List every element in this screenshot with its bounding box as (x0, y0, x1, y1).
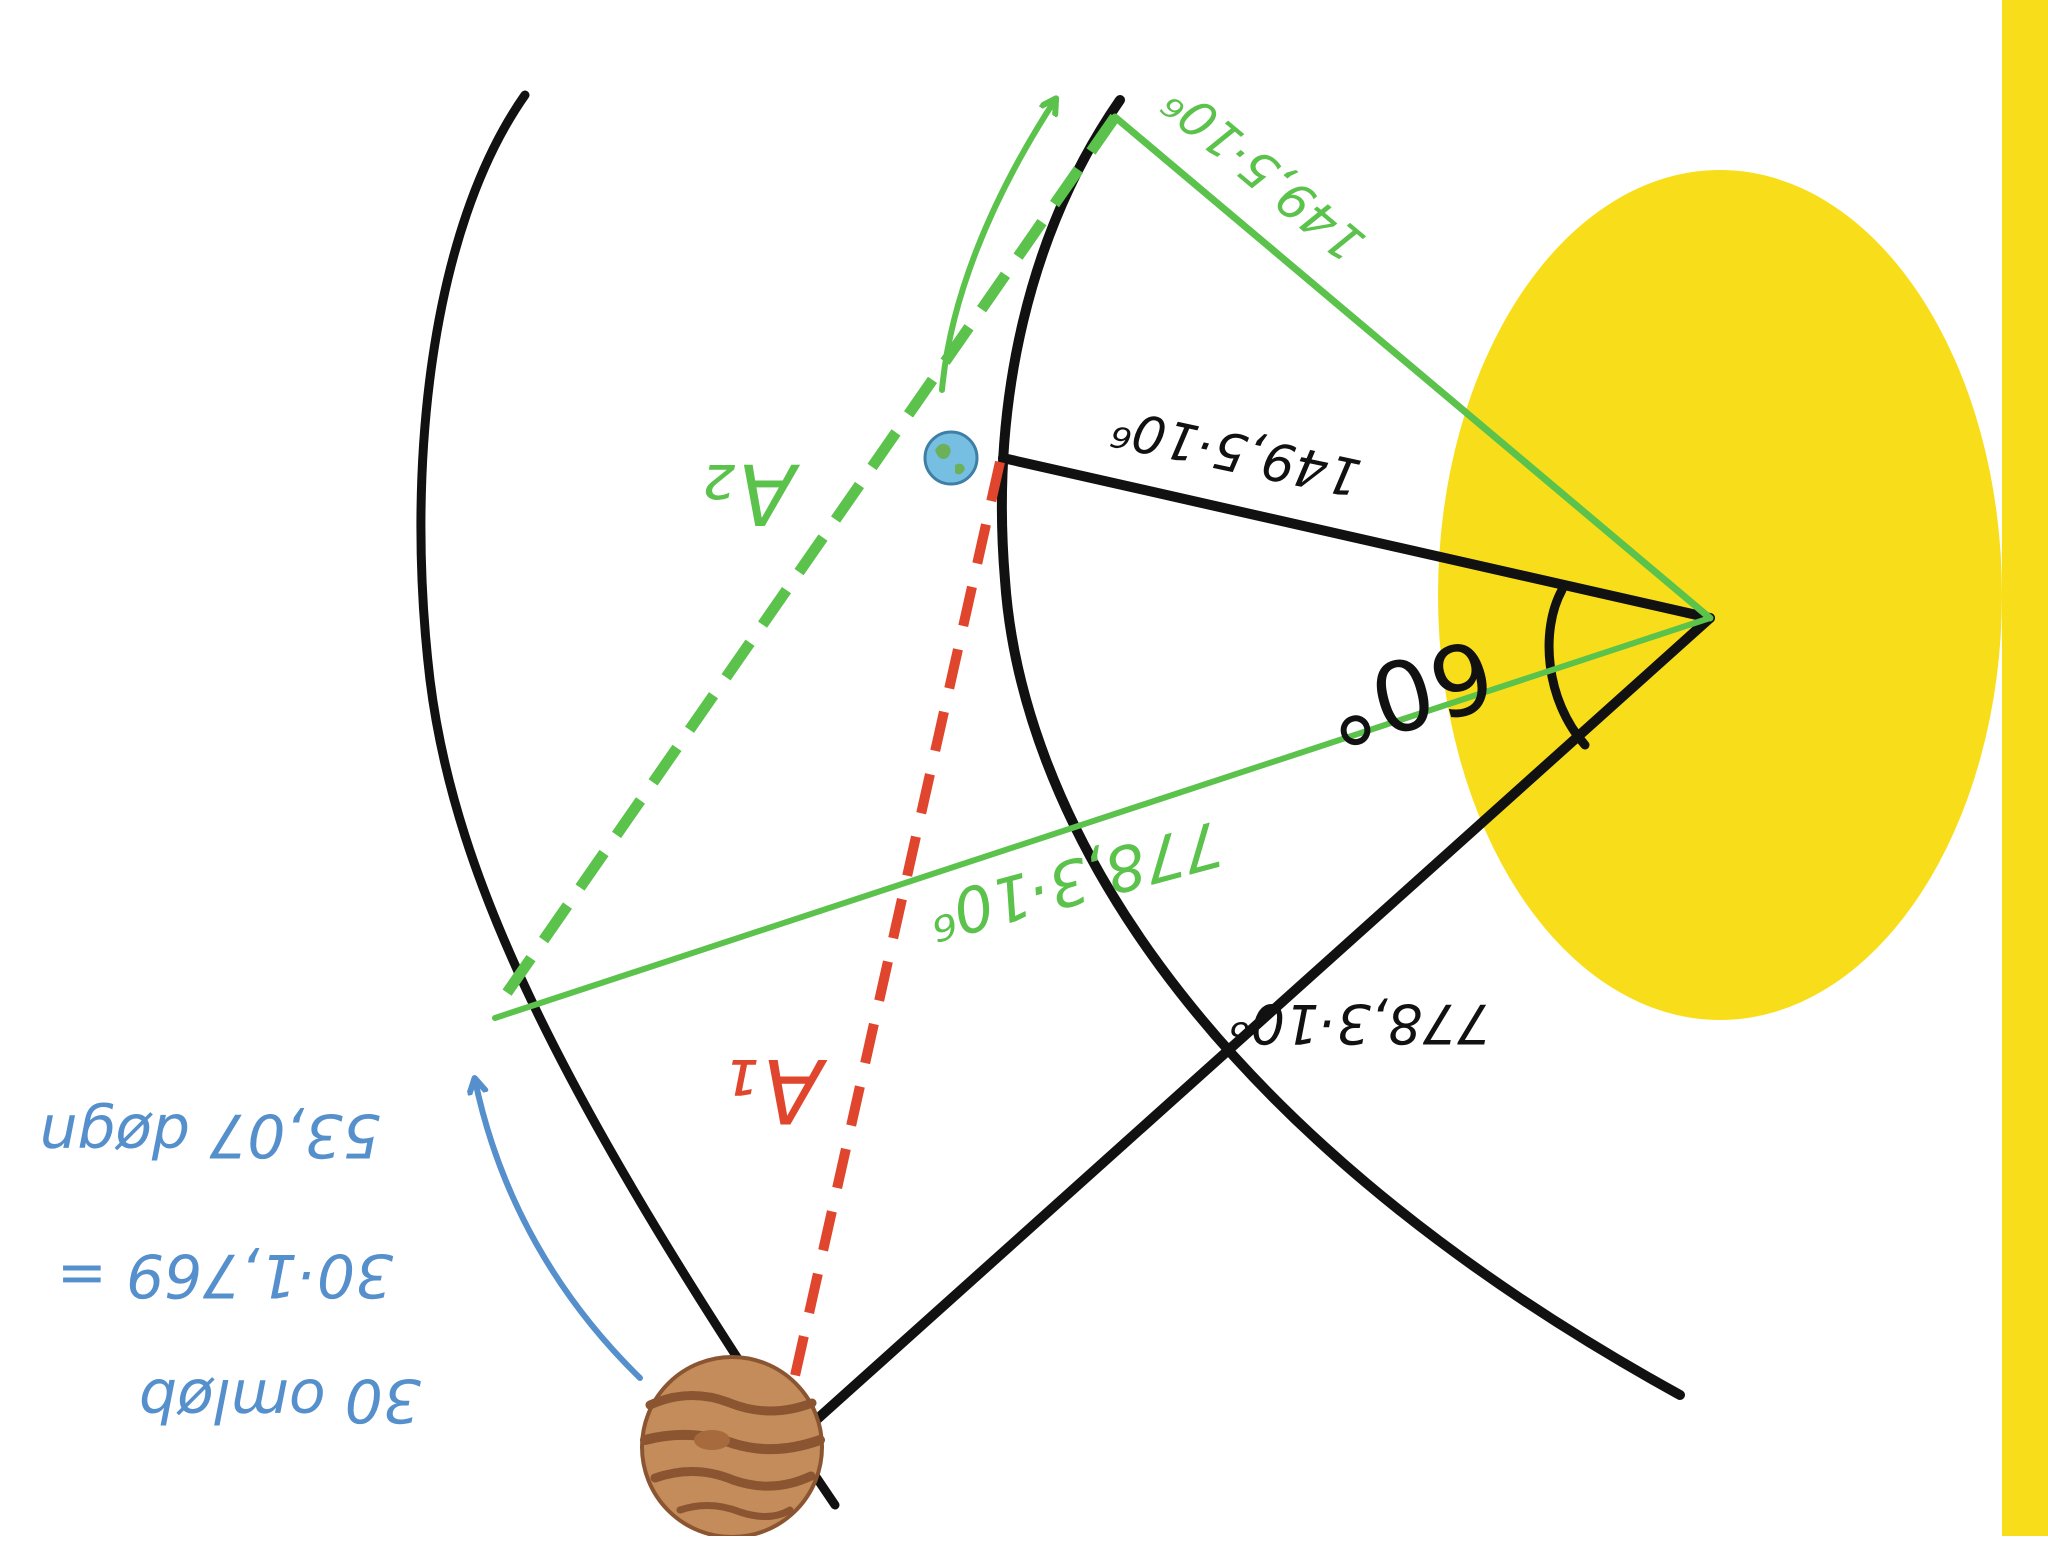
a1-label: A₁ (727, 1039, 827, 1142)
jupiter-radius-line (800, 613, 1715, 1435)
jupiter-motion-arrow (475, 1080, 643, 1381)
calculation-note: 30 omløb 30·1,769 = 53,07 døgn (39, 1100, 421, 1435)
angle-arc (1544, 585, 1590, 750)
jupiter-icon (640, 1355, 825, 1539)
earth-radius-line (998, 453, 1715, 623)
a2-label: A₂ (704, 445, 800, 543)
earth-motion-arrow (939, 100, 1055, 393)
earth-radius-green-line (1111, 113, 1714, 622)
note-line-2: 30·1,769 = (57, 1240, 394, 1310)
jupiter-radius-green-line (492, 615, 1713, 1021)
earth-orbit (996, 95, 1685, 1400)
note-line-1: 30 omløb (139, 1365, 421, 1435)
note-line-3: 53,07 døgn (39, 1100, 381, 1170)
sun-icon (1438, 0, 2048, 1536)
a1-dashed-line (785, 460, 1005, 1400)
a2-dashed-line (490, 113, 1120, 1014)
jupiter-radius-label: 778,3·10⁶ (1229, 992, 1491, 1055)
earth-icon (923, 430, 979, 486)
jupiter-orbit (416, 90, 840, 1510)
